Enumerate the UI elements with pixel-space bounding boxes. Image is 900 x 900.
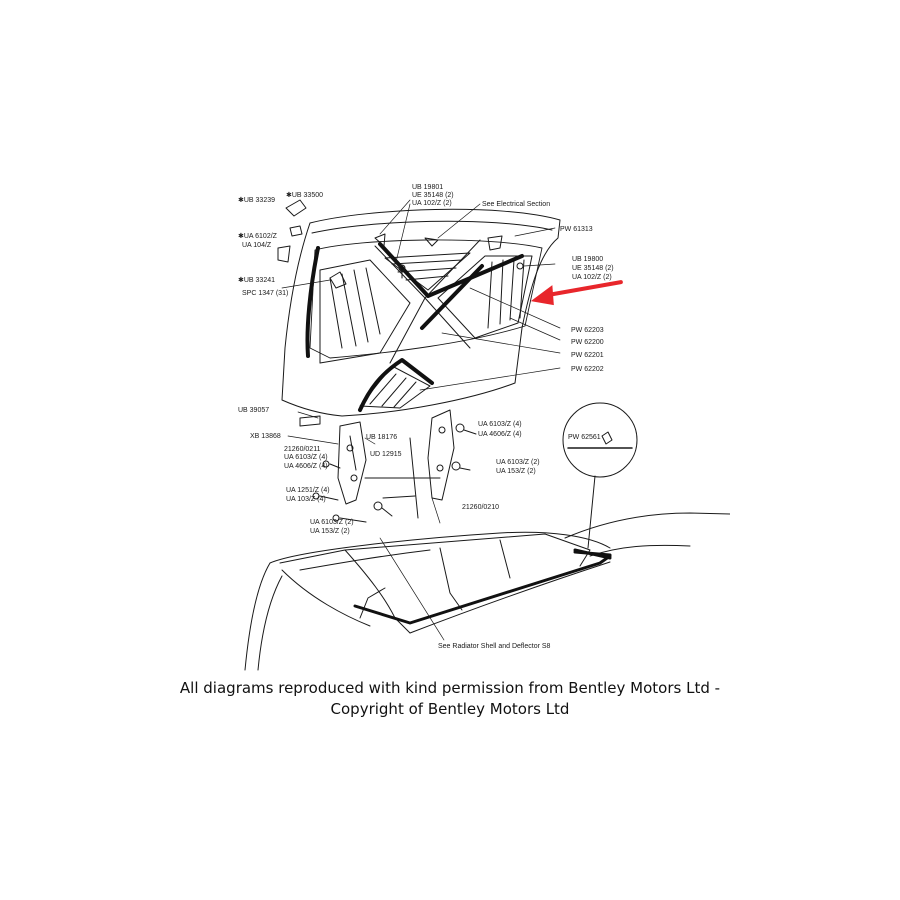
label-ub19801: UB 19801 (412, 184, 443, 191)
label-ue35148-a: UE 35148 (2) (412, 192, 454, 199)
copyright-caption-line-2: Copyright of Bentley Motors Ltd (330, 700, 570, 718)
label-ua153z-a: UA 153/Z (2) (496, 468, 536, 475)
label-ua6103z-a: UA 6103/Z (4) (284, 454, 328, 461)
bonnet-catch-fittings (277, 199, 524, 427)
zoom-callout (562, 402, 638, 560)
label-spc1347: SPC 1347 (31) (242, 290, 288, 297)
part-labels: ✱UB 33239 ✱UB 33500 ✱UA 6102/Z UA 104/Z … (238, 184, 614, 650)
copyright-caption-line-1: All diagrams reproduced with kind permis… (179, 679, 721, 697)
label-ua4606z-b: UA 4606/Z (4) (478, 431, 522, 438)
label-21260-0210: 21260/0210 (462, 504, 499, 511)
label-pw62561: PW 62561 (568, 434, 601, 441)
label-see-electrical: See Electrical Section (482, 201, 550, 208)
label-ua102z-a: UA 102/Z (2) (412, 200, 452, 207)
label-21260-0211: 21260/0211 (284, 446, 321, 453)
label-xb13868: XB 13868 (250, 433, 281, 440)
label-ua6103z-c: UA 6103/Z (2) (496, 459, 540, 466)
aperture-seal (353, 554, 612, 625)
label-pw62200: PW 62200 (571, 339, 604, 346)
bonnet-parts-diagram: ✱UB 33239 ✱UB 33500 ✱UA 6102/Z UA 104/Z … (170, 178, 730, 678)
label-ua104z: UA 104/Z (242, 242, 272, 249)
label-ub33241: ✱UB 33241 (238, 276, 275, 284)
label-ub33239: ✱UB 33239 (238, 196, 275, 204)
hinge-assembly (312, 409, 477, 523)
label-pw62201: PW 62201 (571, 352, 604, 359)
label-pw62203: PW 62203 (571, 327, 604, 334)
bonnet-panel (281, 208, 561, 417)
label-ua6102z: ✱UA 6102/Z (238, 232, 278, 240)
car-body-outline (244, 512, 730, 671)
label-pw61313: PW 61313 (560, 226, 593, 233)
label-pw62202: PW 62202 (571, 366, 604, 373)
label-see-radiator: See Radiator Shell and Deflector S8 (438, 643, 551, 650)
label-ua6103z-b: UA 6103/Z (4) (478, 421, 522, 428)
label-ua4606z-a: UA 4606/Z (4) (284, 463, 328, 470)
leader-lines (281, 199, 561, 641)
label-ua153z-b: UA 153/Z (2) (310, 528, 350, 535)
label-ua6103z-d: UA 6103/Z (2) (310, 519, 354, 526)
label-ub18176: UB 18176 (366, 434, 397, 441)
bonnet-seals (305, 242, 524, 412)
label-ub39057: UB 39057 (238, 407, 269, 414)
label-ua102z-b: UA 102/Z (2) (572, 274, 612, 281)
red-arrow (530, 280, 623, 306)
label-ua1251z: UA 1251/Z (4) (286, 487, 330, 494)
diagram-svg: ✱UB 33239 ✱UB 33500 ✱UA 6102/Z UA 104/Z … (238, 184, 730, 671)
label-ue35148-b: UE 35148 (2) (572, 265, 614, 272)
label-ud12915: UD 12915 (370, 451, 402, 458)
label-ua103z: UA 103/Z (4) (286, 496, 326, 503)
label-ub33500: ✱UB 33500 (286, 191, 323, 199)
label-ub19800: UB 19800 (572, 256, 603, 263)
